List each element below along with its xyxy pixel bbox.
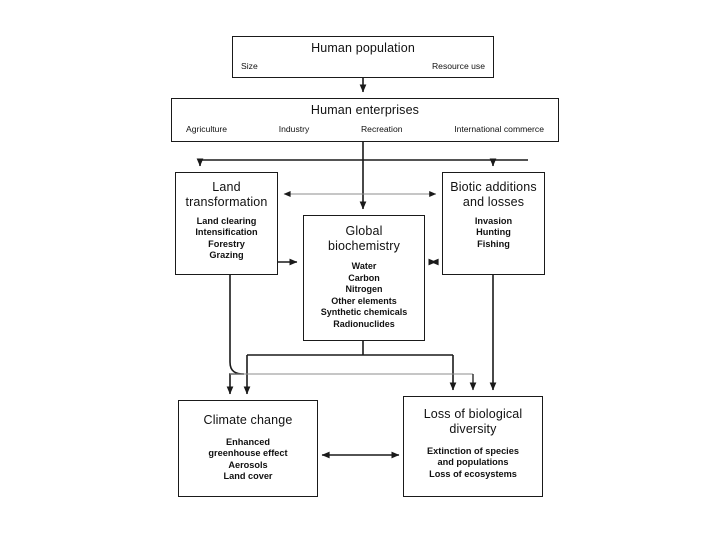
biodiversity-item-loss-of-ecosystems: Loss of ecosystems xyxy=(429,468,517,479)
node-loss-of-biological-diversity-items: Extinction of species and populations Lo… xyxy=(427,446,519,480)
node-biotic-additions-and-losses-title: Biotic additions and losses xyxy=(450,180,537,209)
population-resource-use-label: Resource use xyxy=(431,61,485,71)
node-climate-change-items: Enhanced greenhouse effect Aerosols Land… xyxy=(208,437,287,483)
biodiversity-item-extinction-of-species: Extinction of species and populations xyxy=(427,446,519,468)
node-human-population[interactable]: Human population Size Resource use xyxy=(232,36,494,78)
node-land-transformation-title: Land transformation xyxy=(185,180,268,209)
node-global-biochemistry-title: Global biochemistry xyxy=(328,224,400,253)
node-global-biochemistry-items: Water Carbon Nitrogen Other elements Syn… xyxy=(321,261,408,331)
enterprise-label-agriculture: Agriculture xyxy=(186,124,228,134)
enterprise-label-recreation: Recreation xyxy=(360,124,403,134)
enterprise-label-industry: Industry xyxy=(278,124,310,134)
global-item-synthetic-chemicals: Synthetic chemicals xyxy=(320,307,408,318)
node-human-enterprises-title: Human enterprises xyxy=(310,103,420,117)
population-size-label: Size xyxy=(241,61,258,71)
biotic-item-invasion: Invasion xyxy=(474,216,513,226)
node-human-population-title: Human population xyxy=(311,41,415,55)
biotic-item-fishing: Fishing xyxy=(477,238,510,249)
enterprise-label-international-commerce: International commerce xyxy=(454,124,544,134)
biotic-item-hunting: Hunting xyxy=(476,227,511,238)
climate-item-land-cover: Land cover xyxy=(223,471,273,482)
node-human-enterprises[interactable]: Human enterprises Agriculture Industry R… xyxy=(171,98,559,142)
global-item-other-elements: Other elements xyxy=(331,295,397,306)
node-loss-of-biological-diversity[interactable]: Loss of biological diversity Extinction … xyxy=(403,396,543,497)
climate-item-aerosols: Aerosols xyxy=(228,459,268,470)
global-item-carbon: Carbon xyxy=(348,272,380,283)
node-biotic-items: Invasion Hunting Fishing xyxy=(475,216,512,250)
wire-enterprises-bus xyxy=(200,142,528,161)
global-item-radionuclides: Radionuclides xyxy=(333,318,395,329)
climate-item-enhanced-greenhouse-effect: Enhanced greenhouse effect xyxy=(208,437,288,459)
land-item-intensification: Intensification xyxy=(195,227,258,238)
node-biotic-additions-and-losses[interactable]: Biotic additions and losses Invasion Hun… xyxy=(442,172,545,275)
wire-global-bus xyxy=(247,341,453,356)
land-item-grazing: Grazing xyxy=(209,250,244,261)
node-human-enterprises-labels: Agriculture Industry Recreation Internat… xyxy=(172,118,558,134)
land-item-forestry: Forestry xyxy=(208,238,245,249)
node-land-transformation[interactable]: Land transformation Land clearing Intens… xyxy=(175,172,278,275)
land-item-land-clearing: Land clearing xyxy=(196,216,257,226)
node-climate-change[interactable]: Climate change Enhanced greenhouse effec… xyxy=(178,400,318,497)
global-item-nitrogen: Nitrogen xyxy=(345,284,383,295)
node-human-population-labels: Size Resource use xyxy=(233,56,493,71)
node-land-transformation-items: Land clearing Intensification Forestry G… xyxy=(195,216,257,262)
global-item-water: Water xyxy=(351,261,377,271)
wire-land-to-climate xyxy=(226,275,245,395)
node-global-biochemistry[interactable]: Global biochemistry Water Carbon Nitroge… xyxy=(303,215,425,341)
node-loss-of-biological-diversity-title: Loss of biological diversity xyxy=(423,407,523,436)
node-climate-change-title: Climate change xyxy=(203,413,293,427)
